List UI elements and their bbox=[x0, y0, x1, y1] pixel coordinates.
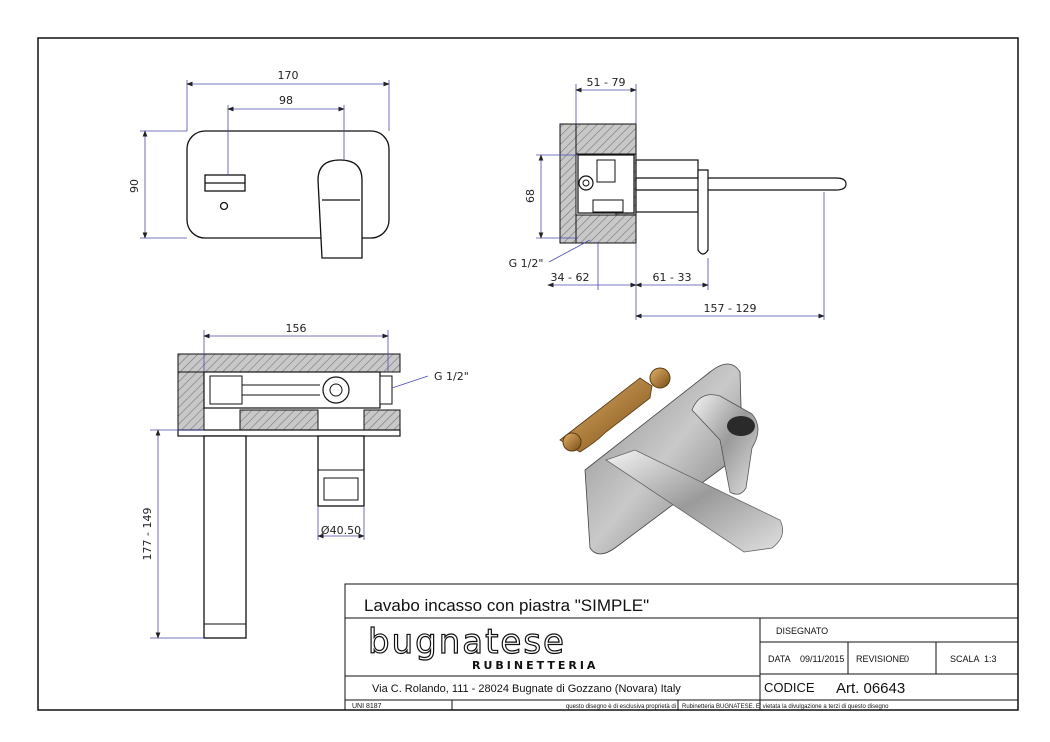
dim-front-width-inner: 98 bbox=[279, 94, 293, 107]
top-view bbox=[177, 353, 401, 639]
front-screw bbox=[219, 201, 229, 211]
dim-top-thread: G 1/2" bbox=[434, 370, 469, 383]
dim-side-offset-range: 61 - 33 bbox=[653, 271, 692, 284]
date-value: 09/11/2015 bbox=[800, 654, 844, 664]
render-brass-body bbox=[559, 377, 653, 453]
front-dimensions bbox=[140, 80, 390, 239]
company-address: Via C. Rolando, 111 - 28024 Bugnate di G… bbox=[372, 683, 681, 695]
isometric-render bbox=[559, 363, 784, 555]
date-label: DATA bbox=[768, 654, 791, 664]
brand-subtitle: RUBINETTERIA bbox=[472, 659, 598, 672]
dim-side-thread: G 1/2" bbox=[509, 257, 544, 270]
top-spout bbox=[203, 435, 247, 639]
dim-top-diameter: Ø40.50 bbox=[321, 524, 361, 537]
dim-side-depth-range: 51 - 79 bbox=[587, 76, 626, 89]
title-block-title: Lavabo incasso con piastra "SIMPLE" bbox=[364, 596, 649, 615]
render-spout bbox=[605, 449, 784, 553]
dim-side-wall-range: 34 - 62 bbox=[551, 271, 590, 284]
brand-wordmark: bugnatese bbox=[368, 622, 566, 662]
brand-logo: bugnatese RUBINETTERIA bbox=[367, 621, 598, 672]
revision-value: 0 bbox=[904, 654, 909, 664]
dim-top-width: 156 bbox=[286, 322, 307, 335]
dim-side-height: 68 bbox=[524, 189, 537, 203]
revision-label: REVISIONE bbox=[856, 654, 905, 664]
top-dimensions bbox=[150, 330, 429, 639]
dim-front-width-total: 170 bbox=[278, 69, 299, 82]
code-label: CODICE bbox=[764, 680, 815, 695]
disclaimer-right: Rubinetteria BUGNATESE. E' vietata la di… bbox=[682, 704, 889, 710]
top-plate bbox=[177, 429, 401, 437]
side-view bbox=[559, 123, 847, 255]
scale-value: 1:3 bbox=[984, 654, 997, 664]
disclaimer-left: questo disegno è di esclusiva proprietà … bbox=[566, 704, 676, 710]
dim-top-spout-range: 177 - 149 bbox=[141, 508, 154, 561]
top-handle bbox=[317, 435, 365, 507]
code-value: Art. 06643 bbox=[836, 680, 905, 697]
front-handle bbox=[317, 159, 363, 259]
side-wall-left bbox=[559, 123, 577, 244]
standard-label: UNI 8187 bbox=[352, 703, 382, 710]
title-block bbox=[344, 583, 1019, 711]
front-view bbox=[186, 130, 390, 259]
side-dimensions bbox=[536, 84, 825, 320]
top-valve-body bbox=[203, 371, 381, 409]
dim-front-height: 90 bbox=[128, 179, 141, 193]
side-spout bbox=[635, 177, 847, 191]
scale-label: SCALA bbox=[950, 654, 980, 664]
dim-side-spout-range: 157 - 129 bbox=[704, 302, 757, 315]
side-handle bbox=[697, 169, 709, 255]
drawn-label: DISEGNATO bbox=[776, 626, 828, 636]
